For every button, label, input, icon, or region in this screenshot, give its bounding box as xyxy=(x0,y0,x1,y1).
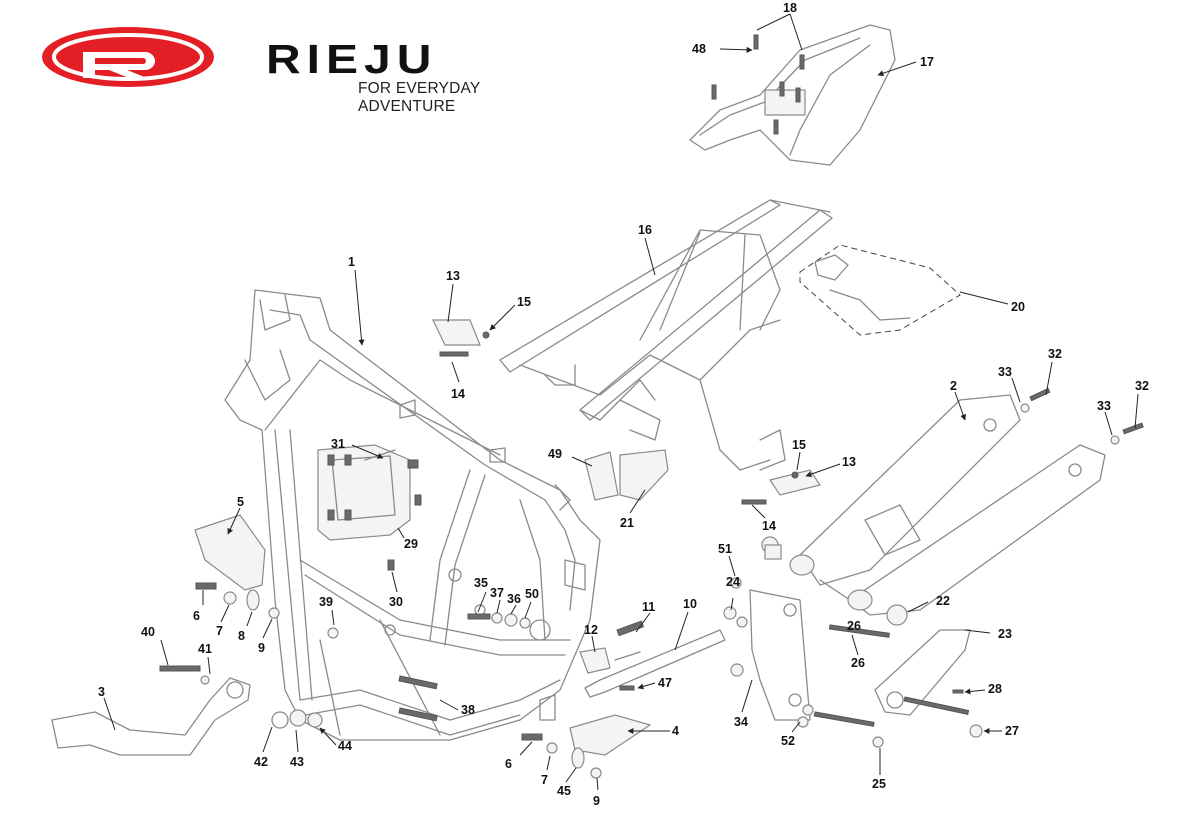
callout-41: 41 xyxy=(198,642,212,656)
callout-28: 28 xyxy=(988,682,1002,696)
leader-lines xyxy=(103,13,1139,791)
brand-name: RIEJU xyxy=(266,37,438,83)
callout-labels: 1 2 3 4 5 6 6 7 7 8 9 9 10 11 12 13 13 1… xyxy=(98,1,1149,808)
callout-15-lower: 15 xyxy=(792,438,806,452)
main-frame xyxy=(224,289,601,741)
callout-20: 20 xyxy=(1011,300,1025,314)
callout-27: 27 xyxy=(1005,724,1019,738)
callout-3: 3 xyxy=(98,685,105,699)
upper-bracket xyxy=(432,319,490,357)
callout-45: 45 xyxy=(557,784,571,798)
callout-49: 49 xyxy=(548,447,562,461)
callout-22: 22 xyxy=(936,594,950,608)
callout-21: 21 xyxy=(620,516,634,530)
linkage-plate xyxy=(749,589,811,721)
seat-lock-cable xyxy=(799,244,961,336)
rieju-emblem-icon xyxy=(42,27,214,87)
callout-34: 34 xyxy=(734,715,748,729)
callout-17: 17 xyxy=(920,55,934,69)
small-hardware xyxy=(327,387,1144,728)
mounting-plate xyxy=(317,444,422,571)
callout-37: 37 xyxy=(490,586,504,600)
callout-48: 48 xyxy=(692,42,706,56)
callout-25: 25 xyxy=(872,777,886,791)
callout-7-right: 7 xyxy=(541,773,548,787)
callout-40: 40 xyxy=(141,625,155,639)
rear-grab-rail xyxy=(689,24,896,166)
callout-32-a: 32 xyxy=(1048,347,1062,361)
callout-33-a: 33 xyxy=(998,365,1012,379)
callout-26: 26 xyxy=(851,656,865,670)
callout-2: 2 xyxy=(950,379,957,393)
callout-11: 11 xyxy=(642,600,655,614)
left-footrest xyxy=(194,514,280,619)
callout-4: 4 xyxy=(672,724,679,738)
callout-32-b: 32 xyxy=(1135,379,1149,393)
callout-5: 5 xyxy=(237,495,244,509)
callout-52: 52 xyxy=(781,734,795,748)
linkage-arm xyxy=(874,629,971,716)
callout-35: 35 xyxy=(474,576,488,590)
brand-tagline: FOR EVERYDAY ADVENTURE xyxy=(358,80,481,115)
callout-6-right: 6 xyxy=(505,757,512,771)
callout-44: 44 xyxy=(338,739,352,753)
callout-50: 50 xyxy=(525,587,539,601)
subframe xyxy=(499,199,833,471)
callout-31: 31 xyxy=(331,437,345,451)
callout-29: 29 xyxy=(404,537,418,551)
callout-36: 36 xyxy=(507,592,521,606)
callout-51: 51 xyxy=(718,542,732,556)
callout-13-lower: 13 xyxy=(842,455,856,469)
callout-8: 8 xyxy=(238,629,245,643)
callout-16: 16 xyxy=(638,223,652,237)
callout-23: 23 xyxy=(998,627,1012,641)
battery-holder xyxy=(584,449,669,501)
callout-30: 30 xyxy=(389,595,403,609)
side-stand xyxy=(579,620,726,698)
long-bolts xyxy=(802,624,983,748)
callout-9-right: 9 xyxy=(593,794,600,808)
callout-7-left: 7 xyxy=(216,624,223,638)
callout-26-b: 26 xyxy=(847,619,861,633)
callout-47: 47 xyxy=(658,676,672,690)
right-footrest xyxy=(521,714,652,779)
callout-18: 18 xyxy=(783,1,797,15)
callout-1: 1 xyxy=(348,255,355,269)
callout-12: 12 xyxy=(584,623,598,637)
brake-pedal xyxy=(51,665,323,756)
callout-38: 38 xyxy=(461,703,475,717)
callout-39: 39 xyxy=(319,595,333,609)
callout-6-left: 6 xyxy=(193,609,200,623)
callout-13-upper: 13 xyxy=(446,269,460,283)
callout-43: 43 xyxy=(290,755,304,769)
callout-14-upper: 14 xyxy=(451,387,465,401)
callout-42: 42 xyxy=(254,755,268,769)
callout-9-left: 9 xyxy=(258,641,265,655)
callout-15-upper: 15 xyxy=(517,295,531,309)
callout-10: 10 xyxy=(683,597,697,611)
brand-logo: RIEJU FOR EVERYDAY ADVENTURE xyxy=(38,22,578,115)
swingarm xyxy=(761,394,1106,626)
callout-33-b: 33 xyxy=(1097,399,1111,413)
callout-24: 24 xyxy=(726,575,740,589)
callout-14-lower: 14 xyxy=(762,519,776,533)
